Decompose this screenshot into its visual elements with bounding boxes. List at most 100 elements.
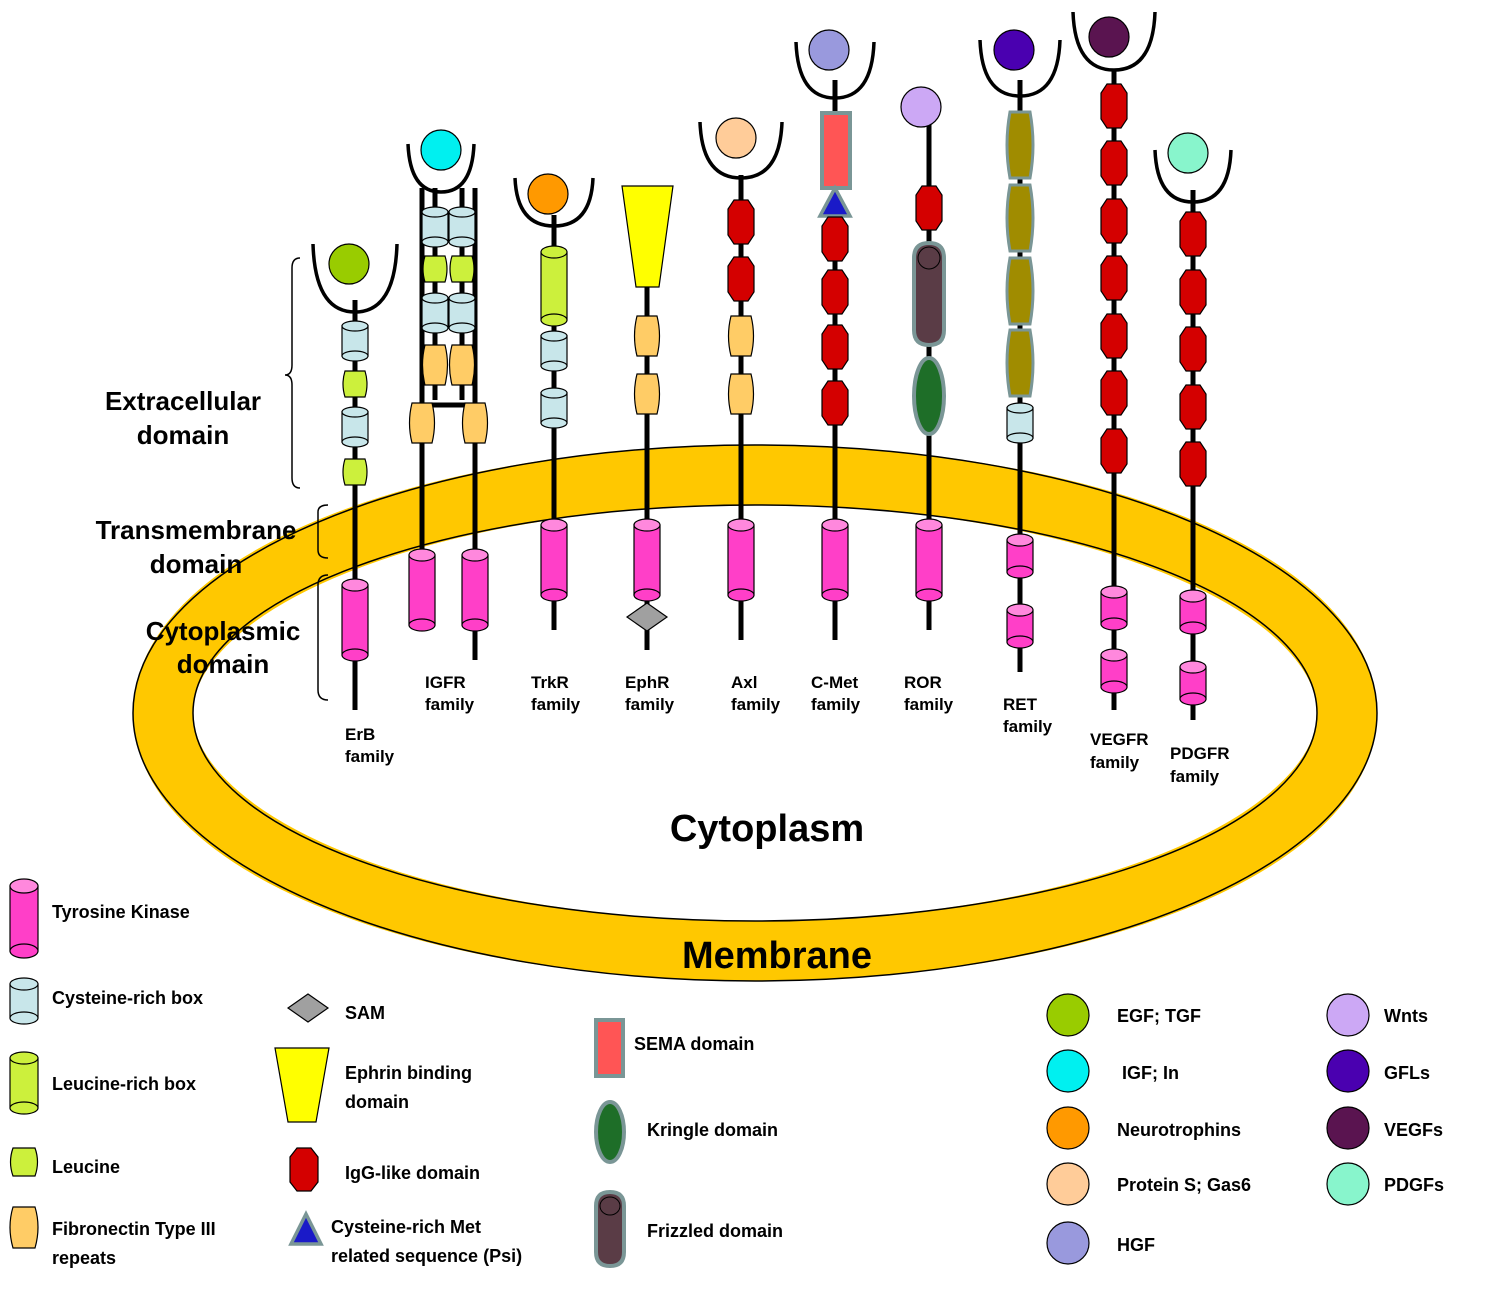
family-label-ret-2: family	[1003, 717, 1053, 736]
legend-tyrosine-kinase: Tyrosine Kinase	[9, 878, 190, 959]
legend-ligand-wnt-label: Wnts	[1384, 1006, 1428, 1026]
legend-sema: SEMA domain	[594, 1018, 754, 1078]
transmembrane-label-1: Transmembrane	[96, 515, 297, 545]
ligand-wnt	[900, 86, 942, 128]
receptor-vegfr	[1071, 11, 1157, 710]
sam-domain	[625, 602, 669, 632]
legend-domains-col3: SEMA domain Kringle domain Frizzled doma…	[594, 1018, 783, 1269]
ligand-protein-s	[715, 117, 757, 159]
legend-ligand-wnt-icon	[1326, 993, 1370, 1037]
legend-fn-label-2: repeats	[52, 1248, 116, 1268]
family-label-ret: RET	[1003, 695, 1038, 714]
ligand-egf	[328, 243, 370, 285]
legend-ligand-hgf-icon	[1046, 1221, 1090, 1265]
legend-ligand-pdgf-icon	[1326, 1162, 1370, 1206]
ligand-pdgf	[1167, 132, 1209, 174]
family-label-erb: ErB	[345, 725, 375, 744]
family-label-vegfr: VEGFR	[1090, 730, 1149, 749]
family-label-ephr-2: family	[625, 695, 675, 714]
family-label-vegfr-2: family	[1090, 753, 1140, 772]
frizzled-domain	[912, 240, 946, 348]
legend-psi: Cysteine-rich Met related sequence (Psi)	[288, 1210, 522, 1266]
receptor-igfr	[406, 129, 489, 660]
ligand-gfl	[993, 29, 1035, 71]
sema-domain	[820, 111, 852, 190]
legend-tk-label: Tyrosine Kinase	[52, 902, 190, 922]
cytoplasm-label: Cytoplasm	[670, 808, 864, 850]
legend-domains-col2: SAM Ephrin binding domain IgG-like domai…	[274, 993, 522, 1266]
extracellular-bracket	[284, 257, 301, 489]
receptor-pdgfr	[1153, 132, 1233, 720]
ligand-igf	[420, 129, 462, 171]
kringle-domain	[912, 356, 946, 436]
membrane-inner-edge	[192, 504, 1318, 922]
ligand-hgf	[808, 29, 850, 71]
family-label-ror-2: family	[904, 695, 954, 714]
legend-psi-label-2: related sequence (Psi)	[331, 1246, 522, 1266]
membrane-ring	[133, 445, 1377, 981]
legend-ephrin-label-2: domain	[345, 1092, 409, 1112]
legend-cys-label: Cysteine-rich box	[52, 988, 203, 1008]
membrane-outer-edge	[132, 444, 1378, 982]
legend-ligand-neurotrophin-label: Neurotrophins	[1117, 1120, 1241, 1140]
ligand-neurotrophin	[527, 173, 569, 215]
legend-ligand-igf-icon	[1046, 1049, 1090, 1093]
transmembrane-bracket	[317, 504, 329, 559]
family-label-axl: Axl	[731, 673, 757, 692]
receptor-ror	[900, 86, 946, 630]
family-label-igfr: IGFR	[425, 673, 466, 692]
legend-ligand-protein-s-icon	[1046, 1162, 1090, 1206]
legend-ligands: EGF; TGF IGF; In Neurotrophins Protein S…	[1046, 993, 1444, 1265]
cytoplasmic-label-2: domain	[177, 649, 269, 679]
legend-kringle-label: Kringle domain	[647, 1120, 778, 1140]
legend-ephrin-label-1: Ephrin binding	[345, 1063, 472, 1083]
receptor-ephr	[621, 185, 674, 650]
psi-domain	[817, 184, 853, 218]
receptor-erb	[311, 243, 399, 710]
family-label-ror: ROR	[904, 673, 942, 692]
family-label-trkr-2: family	[531, 695, 581, 714]
family-label-cmet-2: family	[811, 695, 861, 714]
legend-ligand-egf-icon	[1046, 993, 1090, 1037]
extracellular-label-2: domain	[137, 420, 229, 450]
legend-ligand-pdgf-label: PDGFs	[1384, 1175, 1444, 1195]
legend-ligand-igf-label: IGF; In	[1117, 1063, 1179, 1083]
legend-ligand-gfl-icon	[1326, 1049, 1370, 1093]
family-label-ephr: EphR	[625, 673, 669, 692]
ligand-vegf	[1088, 16, 1130, 58]
legend-ligand-neurotrophin-icon	[1046, 1106, 1090, 1150]
cytoplasmic-bracket	[317, 574, 329, 701]
receptor-cmet	[794, 29, 876, 640]
legend-leucine: Leucine	[9, 1147, 120, 1177]
legend-sema-label: SEMA domain	[634, 1034, 754, 1054]
family-label-trkr: TrkR	[531, 673, 569, 692]
legend-ligand-vegf-label: VEGFs	[1384, 1120, 1443, 1140]
family-label-pdgfr: PDGFR	[1170, 744, 1230, 763]
membrane-label: Membrane	[682, 935, 872, 977]
legend-cysteine-rich: Cysteine-rich box	[9, 977, 203, 1025]
family-label-cmet: C-Met	[811, 673, 859, 692]
transmembrane-label-2: domain	[150, 549, 242, 579]
receptor-trkr	[513, 173, 595, 630]
legend-leucine-rich: Leucine-rich box	[9, 1051, 196, 1115]
ephrin-binding-domain	[621, 185, 674, 288]
legend-ephrin: Ephrin binding domain	[274, 1047, 472, 1123]
receptor-axl	[698, 117, 784, 640]
legend-frizzled-label: Frizzled domain	[647, 1221, 783, 1241]
legend-igg: IgG-like domain	[289, 1147, 480, 1192]
legend-ligand-egf-label: EGF; TGF	[1117, 1006, 1201, 1026]
family-labels: ErB family IGFR family TrkR family EphR …	[345, 673, 1230, 786]
legend-fibronectin: Fibronectin Type III repeats	[9, 1206, 216, 1268]
legend-igg-label: IgG-like domain	[345, 1163, 480, 1183]
family-label-axl-2: family	[731, 695, 781, 714]
legend-ligand-gfl-label: GFLs	[1384, 1063, 1430, 1083]
legend-sam-label: SAM	[345, 1003, 385, 1023]
extracellular-label-1: Extracellular	[105, 386, 261, 416]
cytoplasmic-label-1: Cytoplasmic	[146, 616, 301, 646]
family-label-pdgfr-2: family	[1170, 767, 1220, 786]
family-label-igfr-2: family	[425, 695, 475, 714]
legend-sam: SAM	[286, 993, 385, 1023]
legend-fn-label-1: Fibronectin Type III	[52, 1219, 216, 1239]
legend-ligand-protein-s-label: Protein S; Gas6	[1117, 1175, 1251, 1195]
